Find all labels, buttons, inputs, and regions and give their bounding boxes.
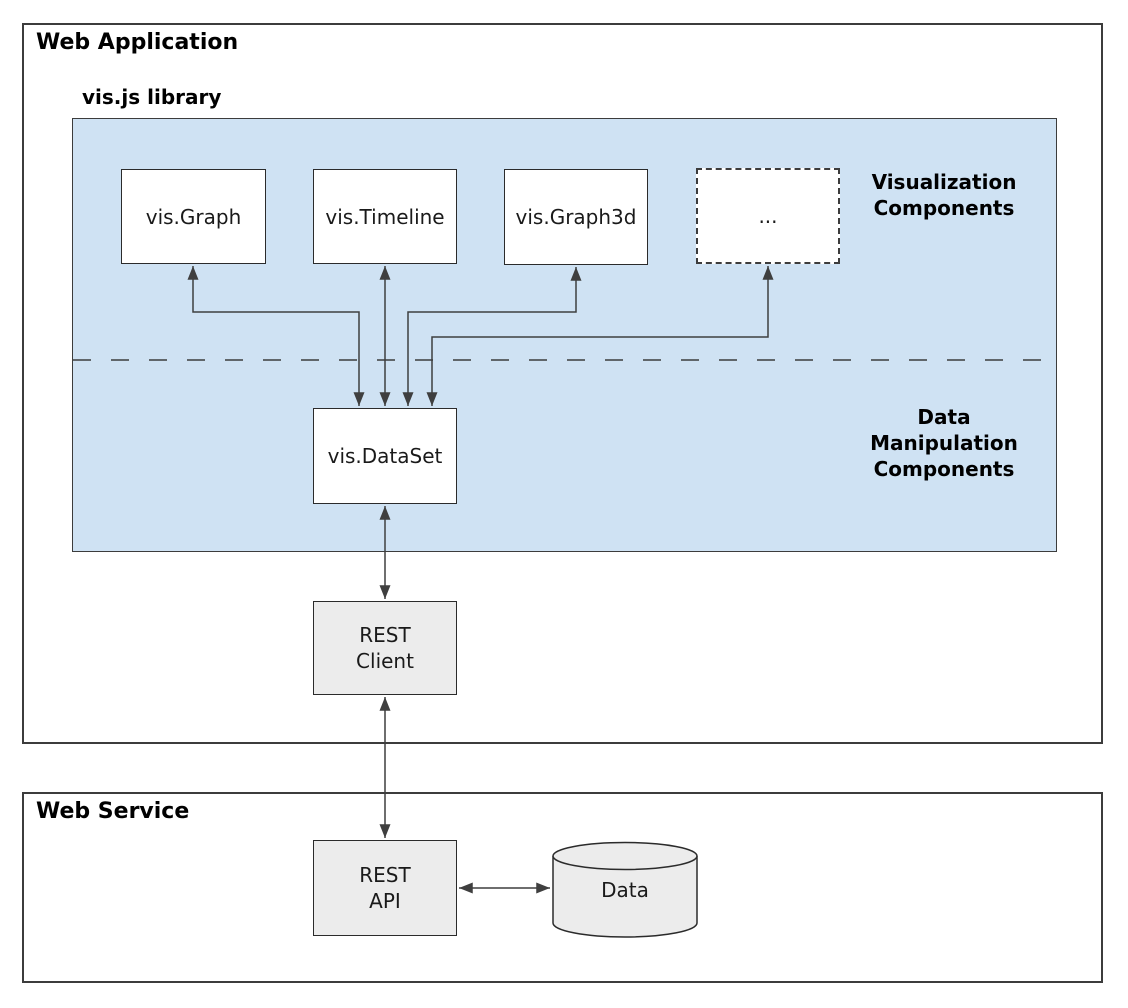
- data-cylinder-body: [552, 856, 698, 938]
- rest-client-line2: Client: [356, 649, 414, 673]
- web-service-title: Web Service: [36, 799, 190, 824]
- box-more-components: ...: [696, 168, 840, 264]
- visualization-components-line2: Components: [873, 196, 1015, 220]
- data-manipulation-line3: Components: [873, 457, 1015, 481]
- box-rest-client: REST Client: [313, 601, 457, 695]
- box-vis-graph-label: vis.Graph: [145, 204, 242, 229]
- box-more-components-label: ...: [758, 204, 778, 228]
- data-manipulation-line1: Data: [917, 405, 971, 429]
- box-vis-dataset-label: vis.DataSet: [327, 444, 443, 468]
- box-vis-dataset: vis.DataSet: [313, 408, 457, 504]
- visjs-library-label: vis.js library: [82, 85, 222, 109]
- data-manipulation-components-label: Data Manipulation Components: [856, 404, 1032, 482]
- box-vis-timeline: vis.Timeline: [313, 169, 457, 264]
- rest-client-line1: REST: [359, 623, 411, 647]
- data-cylinder-top: [552, 841, 698, 871]
- visualization-components-line1: Visualization: [871, 170, 1017, 194]
- rest-api-line2: API: [369, 889, 401, 913]
- box-rest-api: REST API: [313, 840, 457, 936]
- data-cylinder: [552, 841, 698, 938]
- box-vis-graph3d-label: vis.Graph3d: [515, 205, 637, 229]
- box-vis-graph: vis.Graph: [121, 169, 266, 264]
- web-application-title: Web Application: [36, 30, 239, 55]
- data-cylinder-label: Data: [601, 877, 649, 902]
- box-vis-timeline-label: vis.Timeline: [325, 204, 445, 229]
- data-manipulation-line2: Manipulation: [870, 431, 1018, 455]
- visualization-components-label: Visualization Components: [856, 169, 1032, 221]
- rest-api-line1: REST: [359, 863, 411, 887]
- box-vis-graph3d: vis.Graph3d: [504, 169, 648, 265]
